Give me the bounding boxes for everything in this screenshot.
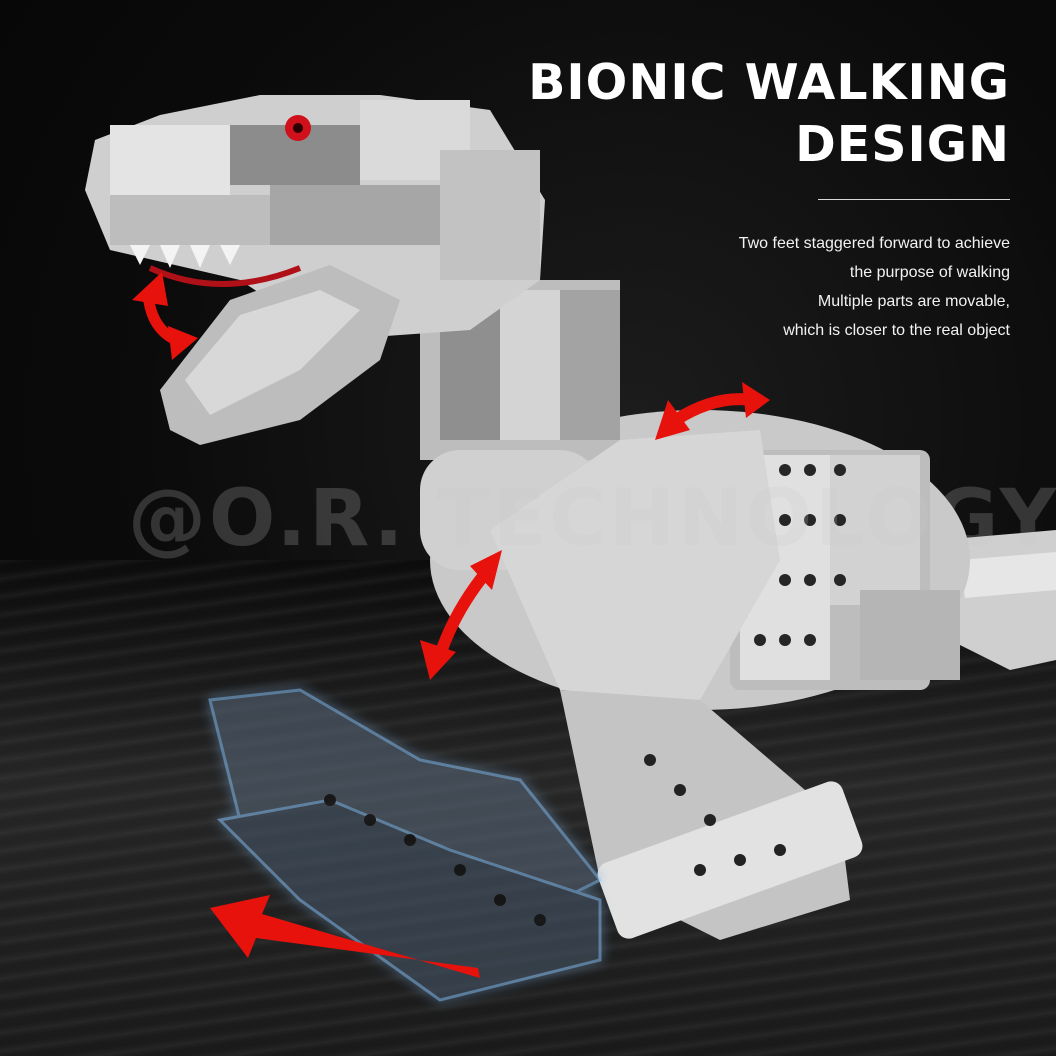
leg-motion-arrow-upper <box>655 382 770 440</box>
dino-neck <box>420 280 620 570</box>
watermark: @O.R. TECHNOLOGY <box>128 474 1056 564</box>
dino-leg-ghost <box>208 688 603 1002</box>
dino-head <box>85 95 545 445</box>
description-line-3: Multiple parts are movable, <box>817 293 1010 310</box>
headline-line-1: BIONIC WALKING <box>528 54 1010 111</box>
headline-divider <box>818 199 1010 200</box>
description-line-2: the purpose of walking <box>849 264 1010 281</box>
description-line-4: which is closer to the real object <box>783 322 1010 339</box>
jaw-motion-arrow <box>132 272 198 360</box>
description-line-1: Two feet staggered forward to achieve <box>738 235 1010 252</box>
leg-motion-arrow-middle <box>420 550 502 680</box>
walk-direction-arrow <box>210 895 480 978</box>
dino-leg-front <box>490 430 863 940</box>
headline: BIONIC WALKING DESIGN <box>490 52 1010 176</box>
feature-description: Two feet staggered forward to achieve th… <box>590 229 1010 345</box>
headline-line-2: DESIGN <box>795 116 1010 173</box>
